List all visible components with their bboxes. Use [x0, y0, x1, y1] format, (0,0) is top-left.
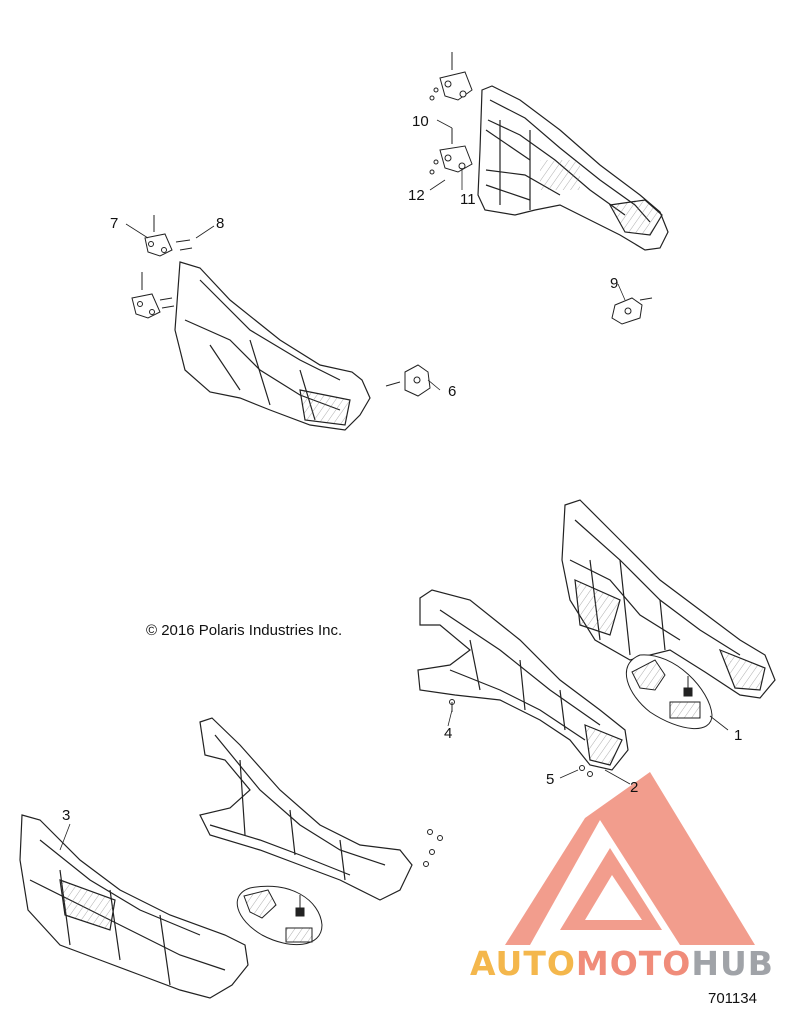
- latch-striker-left: [385, 364, 431, 397]
- watermark-text-part1: AUTO: [470, 944, 576, 983]
- figure-number: 701134: [708, 990, 757, 1007]
- watermark-logo: [505, 772, 755, 945]
- watermark-text: AUTOMOTOHUB: [470, 944, 774, 983]
- callout-5: 5: [546, 771, 554, 788]
- screws-lower: [423, 699, 593, 867]
- callout-2: 2: [630, 779, 638, 796]
- callout-10: 10: [412, 113, 429, 130]
- callout-7: 7: [110, 215, 118, 232]
- hinge-upper-bottom: [429, 128, 473, 175]
- door-frame-lower-middle: [417, 589, 629, 771]
- door-panel-lower-left: [19, 814, 249, 999]
- callout-9: 9: [610, 275, 618, 292]
- watermark-text-part2: MOTO: [575, 944, 692, 983]
- hinge-upper-top: [429, 52, 473, 101]
- watermark-text-part3: HUB: [691, 944, 774, 983]
- callout-11: 11: [460, 191, 476, 208]
- latch-striker-right: [611, 297, 653, 325]
- callout-4: 4: [444, 725, 452, 742]
- hinge-left-top: [144, 215, 193, 257]
- door-frame-lower-right: [561, 499, 776, 699]
- door-panel-upper-left: [174, 261, 371, 431]
- hinge-left-bottom: [131, 272, 175, 319]
- door-frame-upper-right: [477, 85, 669, 251]
- latch-assembly-left: [236, 885, 323, 946]
- callout-8: 8: [216, 215, 224, 232]
- callout-1: 1: [734, 727, 742, 744]
- callout-6: 6: [448, 383, 456, 400]
- callout-12: 12: [408, 187, 425, 204]
- latch-assembly-right: [625, 654, 713, 729]
- leader-lines: [59, 119, 729, 851]
- callout-3: 3: [62, 807, 70, 824]
- copyright-notice: © 2016 Polaris Industries Inc.: [146, 622, 343, 639]
- door-frame-lower-left: [199, 717, 413, 901]
